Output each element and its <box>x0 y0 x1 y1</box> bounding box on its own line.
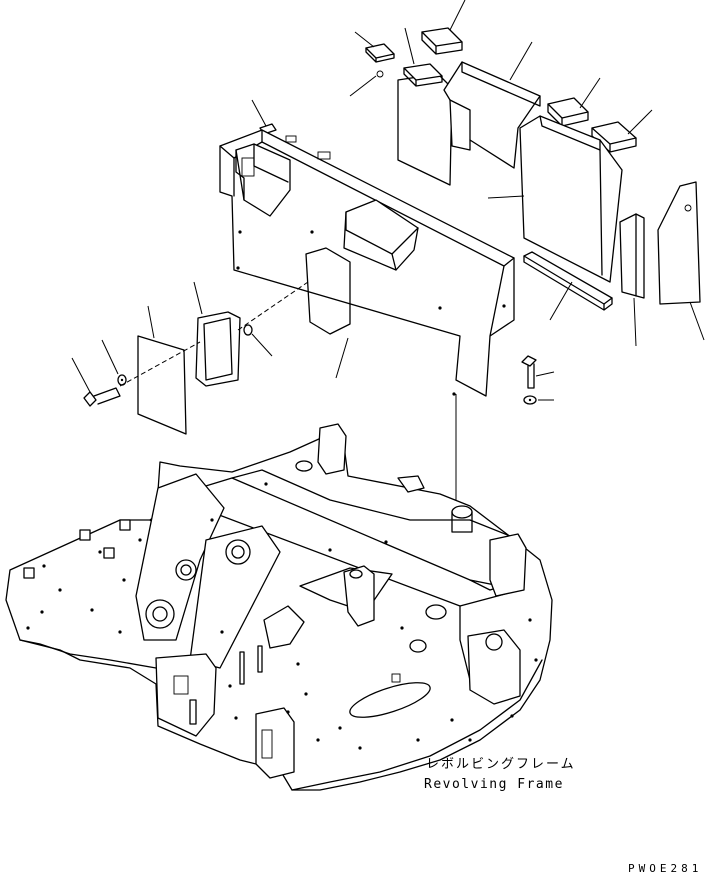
cover-box-leader <box>335 337 349 379</box>
insulation-panel-center-icon <box>443 61 541 169</box>
foam-strip-icon <box>523 251 613 311</box>
revolving-frame-label-en: Revolving Frame <box>424 777 564 792</box>
grommet-icon <box>243 324 273 357</box>
cover-box-icon <box>219 129 515 397</box>
seal-frame-icon <box>193 281 241 387</box>
left-assembly-axis-2 <box>237 281 309 331</box>
top-right-leaders <box>349 0 705 347</box>
bolt-icon <box>71 357 121 407</box>
insulation-panel-right-icon <box>519 115 623 283</box>
insulation-pad-small-icon <box>365 43 395 63</box>
revolving-frame-label-jp: レボルビングフレーム <box>426 757 576 772</box>
insulation-panel-left-icon <box>397 63 453 186</box>
drawing-code: PWOE281 <box>628 862 702 875</box>
cover-plate-icon <box>137 305 187 435</box>
insulation-pad-right-a-icon <box>547 97 589 127</box>
clip-icon <box>251 99 277 135</box>
washer-icon <box>101 339 127 386</box>
insulation-pad-top-icon <box>421 27 463 55</box>
revolving-frame-icon <box>5 423 553 791</box>
left-assembly-axis <box>119 341 201 387</box>
washer-right-icon <box>523 395 554 405</box>
bolt-right-icon <box>521 355 555 389</box>
side-insulation-b-icon <box>657 181 701 305</box>
side-insulation-a-icon <box>619 213 645 299</box>
